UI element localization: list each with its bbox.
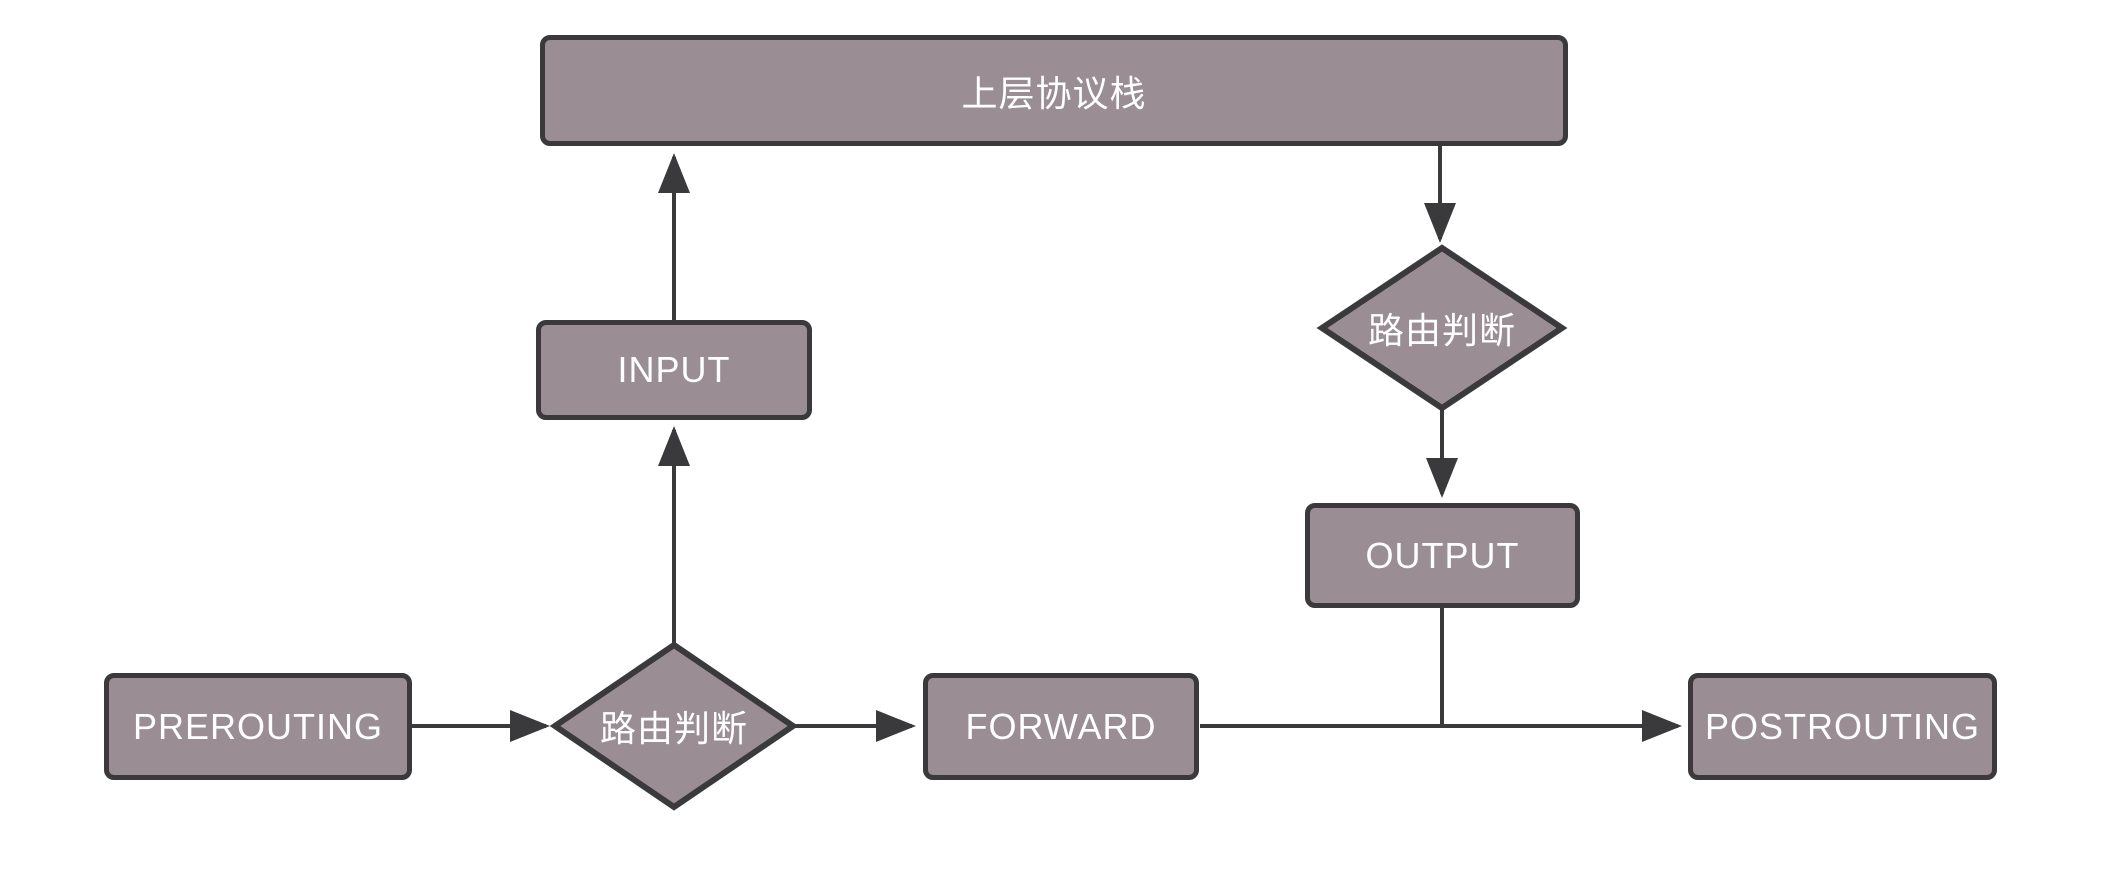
node-postrouting: POSTROUTING [1688, 673, 1997, 780]
node-prerouting: PREROUTING [104, 673, 412, 780]
node-postrouting-label: POSTROUTING [1704, 705, 1980, 747]
node-prerouting-label: PREROUTING [132, 705, 383, 747]
node-forward-label: FORWARD [965, 705, 1157, 747]
node-upper-protocol-stack: 上层协议栈 [540, 35, 1568, 146]
node-input-label: INPUT [617, 349, 731, 390]
node-routing-decision-left [549, 641, 799, 811]
node-output-label: OUTPUT [1365, 534, 1520, 576]
node-routing-decision-right [1316, 244, 1568, 412]
node-output: OUTPUT [1305, 503, 1580, 608]
node-forward: FORWARD [923, 673, 1199, 780]
node-upper-protocol-stack-label: 上层协议栈 [961, 72, 1147, 114]
node-input: INPUT [536, 320, 812, 420]
